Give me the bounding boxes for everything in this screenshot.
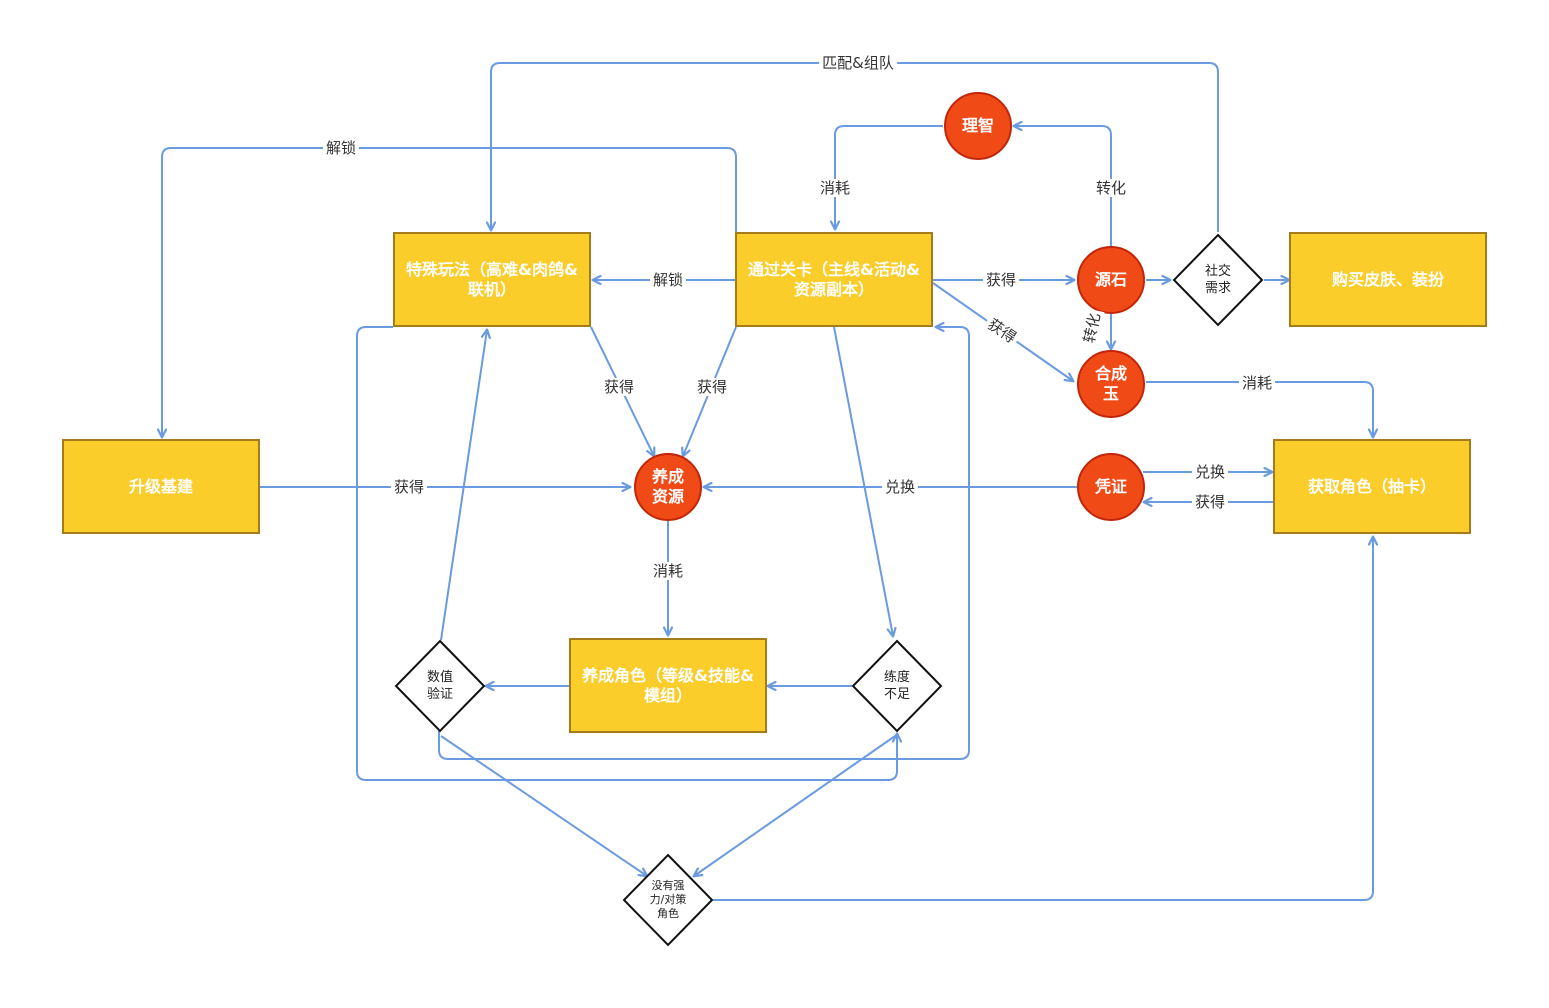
edge-insufficient-nostrong — [694, 735, 896, 876]
edge-label-consume-sanity: 消耗 — [816, 179, 854, 197]
edge-check-stage — [438, 327, 970, 760]
edge-label-convert-sanity: 转化 — [1092, 179, 1130, 197]
social-need-label: 社交 需求 — [1204, 264, 1231, 296]
edge-nostrong-getchar — [713, 537, 1373, 901]
get-character-node: 获取角色（抽卡） — [1273, 439, 1471, 534]
edge-check-nostrong — [440, 735, 647, 876]
value-check-label: 数值 验证 — [426, 670, 453, 702]
insufficient-diamond — [851, 639, 943, 733]
buy-skin-node: 购买皮肤、装扮 — [1289, 232, 1487, 327]
edge-convert-sanity — [1014, 126, 1112, 246]
insufficient-label: 练度 不足 — [883, 670, 910, 702]
upgrade-base-node: 升级基建 — [62, 439, 260, 534]
edge-label-obtain-voucher: 获得 — [1191, 493, 1229, 511]
edge-label-obtain-from-base: 获得 — [390, 478, 428, 496]
edge-label-consume-orundum: 消耗 — [1238, 374, 1276, 392]
edge-stage-insufficient — [833, 326, 893, 636]
social-need-diamond — [1172, 233, 1264, 327]
edge-label-obtain-from-stage: 获得 — [693, 378, 731, 396]
train-resource-node: 养成 资源 — [634, 453, 702, 521]
edge-consume-orundum — [1146, 381, 1373, 437]
sanity-node: 理智 — [944, 92, 1012, 160]
edge-label-unlock-base: 解锁 — [322, 139, 360, 157]
edge-label-match-team: 匹配&组队 — [819, 54, 897, 72]
edge-label-consume-resource: 消耗 — [649, 562, 687, 580]
edge-label-obtain-from-special: 获得 — [600, 378, 638, 396]
no-strong-diamond — [622, 853, 714, 947]
edge-consume-sanity — [835, 125, 943, 229]
train-character-node: 养成角色（等级&技能& 模组） — [569, 638, 767, 733]
edge-label-exchange-resource: 兑换 — [881, 478, 919, 496]
orundum-node: 合成 玉 — [1077, 350, 1145, 418]
special-play-node: 特殊玩法（高难&肉鸽& 联机） — [393, 232, 591, 327]
voucher-node: 凭证 — [1077, 453, 1145, 521]
value-check-diamond — [394, 639, 486, 733]
stage-clear-node: 通过关卡（主线&活动& 资源副本） — [735, 232, 933, 327]
edge-label-exchange-voucher: 兑换 — [1191, 463, 1229, 481]
no-strong-label: 没有强 力/对策 角色 — [649, 879, 687, 920]
edge-label-obtain-originium: 获得 — [982, 271, 1020, 289]
edge-unlock-base — [162, 147, 737, 437]
edge-check-special — [440, 330, 487, 641]
originium-node: 源石 — [1077, 246, 1145, 314]
edge-special-insufficient — [356, 326, 897, 781]
edge-label-unlock-special: 解锁 — [649, 271, 687, 289]
